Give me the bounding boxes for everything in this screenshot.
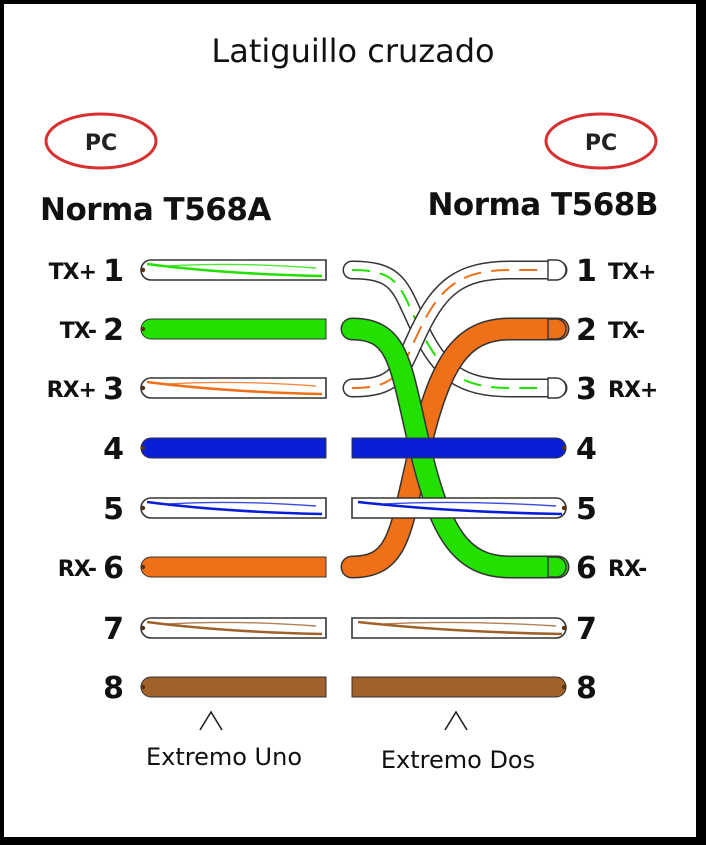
right-end-label: Extremo Dos [381,746,535,774]
crossing-wires [340,259,570,579]
left-pin-number-7: 7 [103,612,124,647]
left-pin-signal-3: RX+ [47,378,96,403]
right-wires [351,437,567,698]
right-end-caret [444,710,468,731]
right-pin-number-4: 4 [576,432,597,467]
right-wire-pin-4 [351,437,567,459]
left-pin-signal-1: TX+ [49,260,96,285]
right-pin-number-6: 6 [576,551,597,586]
cross-wire-white-orange [342,260,568,398]
left-wire-pin-6 [140,556,327,578]
left-standard-label: Norma T568A [40,192,271,228]
left-wires [140,259,327,698]
right-pin-number-5: 5 [576,492,597,527]
left-pc-label: PC [85,131,117,156]
diagram-frame [4,4,696,837]
left-pin-signal-2: TX- [60,319,96,344]
left-wire-pin-2 [140,318,327,340]
left-end-caret [199,710,223,731]
left-pin-number-1: 1 [103,254,124,289]
right-standard-label: Norma T568B [427,187,658,223]
right-wire-pin-5 [351,497,567,519]
left-wire-pin-1 [140,259,327,281]
left-pin-number-3: 3 [103,372,124,407]
left-pin-number-4: 4 [103,432,124,467]
left-pin-number-6: 6 [103,551,124,586]
left-wire-pin-8 [140,676,327,698]
left-pin-labels: 1 TX+ 2 TX- 3 RX+ 4 5 6 RX- 7 8 [47,254,124,706]
right-pin-signal-2: TX- [608,319,644,344]
left-pin-number-5: 5 [103,492,124,527]
left-wire-pin-3 [140,377,327,399]
right-pin-number-2: 2 [576,313,597,348]
right-wire-end-pin-6 [547,556,567,578]
right-pin-labels: 1 TX+ 2 TX- 3 RX+ 4 5 6 RX- 7 8 [576,254,658,706]
left-end-label: Extremo Uno [146,743,302,771]
left-wire-pin-5 [140,497,327,519]
right-wire-pin-8 [351,676,567,698]
right-wire-end-pin-3 [547,377,567,399]
right-pc-ellipse [544,112,658,170]
left-pin-signal-6: RX- [58,557,96,582]
left-pc-ellipse [44,112,158,170]
left-wire-pin-4 [140,437,327,459]
right-wire-end-pin-1 [547,259,567,281]
right-pin-signal-1: TX+ [608,260,655,285]
right-pin-number-7: 7 [576,612,597,647]
right-pin-number-1: 1 [576,254,597,289]
left-pin-number-2: 2 [103,313,124,348]
right-pin-signal-3: RX+ [608,378,657,403]
right-pin-number-8: 8 [576,671,597,706]
right-wire-end-pin-2 [547,318,567,340]
diagram-title: Latiguillo cruzado [211,32,494,70]
right-pin-number-3: 3 [576,372,597,407]
left-pin-number-8: 8 [103,671,124,706]
right-pc-label: PC [585,131,617,156]
right-wire-pin-7 [351,617,567,639]
right-pin-signal-6: RX- [608,557,646,582]
left-wire-pin-7 [140,617,327,639]
